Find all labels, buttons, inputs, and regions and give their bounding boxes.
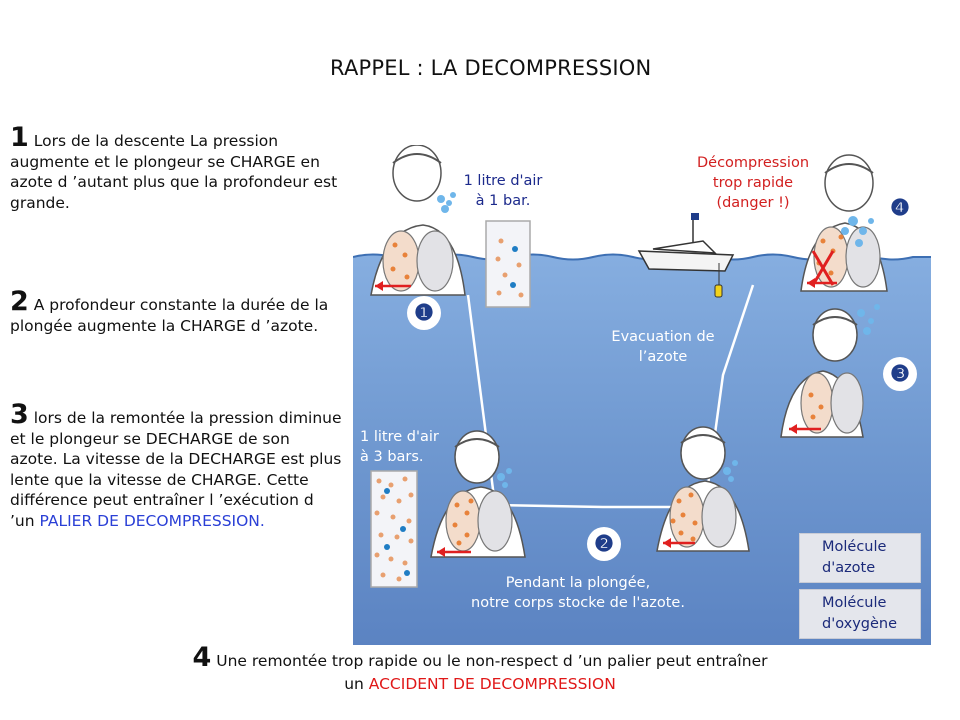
legend-oxygene: Molécule d'oxygène xyxy=(799,589,921,639)
paragraph-2-text: A profondeur constante la durée de la pl… xyxy=(10,296,329,335)
legend-azote: Molécule d'azote xyxy=(799,533,921,583)
paragraph-2: 2 A profondeur constante la durée de la … xyxy=(10,288,342,336)
diagram-artwork xyxy=(353,145,931,645)
step-3-badge: ❸ xyxy=(883,357,917,391)
paragraph-4-number: 4 xyxy=(192,642,212,673)
paragraph-3-palier: PALIER DE DECOMPRESSION. xyxy=(39,511,265,530)
diver-3 xyxy=(780,304,880,438)
paragraph-1: 1 Lors de la descente La pression augmen… xyxy=(10,124,342,213)
paragraph-1-text: Lors de la descente La pression augmente… xyxy=(10,132,338,212)
bottle-3-bars xyxy=(370,470,418,588)
paragraph-3-number: 3 xyxy=(10,399,29,430)
paragraph-1-number: 1 xyxy=(10,122,29,153)
diver-1 xyxy=(370,145,466,296)
label-3-bars: 1 litre d'air à 3 bars. xyxy=(360,429,439,465)
label-1-bar: 1 litre d'air à 1 bar. xyxy=(463,173,543,209)
step-4-badge: ❹ xyxy=(883,191,917,225)
step-1-badge: ❶ xyxy=(407,296,441,330)
bottle-1-bar xyxy=(485,220,531,308)
diver-2b xyxy=(656,426,750,552)
diver-2 xyxy=(430,430,526,558)
decompression-diagram: 1 litre d'air à 1 bar. Décompression tro… xyxy=(353,145,931,645)
boat-icon xyxy=(637,213,735,298)
paragraph-2-number: 2 xyxy=(10,286,29,317)
label-evacuation: Evacuation de l’azote xyxy=(611,329,715,365)
page-title: RAPPEL : LA DECOMPRESSION xyxy=(330,56,652,80)
diver-4 xyxy=(800,154,888,292)
label-pendant: Pendant la plongée, notre corps stocke d… xyxy=(471,575,685,611)
paragraph-4-line-2: un xyxy=(344,675,369,693)
paragraph-4-line-1: Une remontée trop rapide ou le non-respe… xyxy=(211,652,768,670)
paragraph-3: 3 lors de la remontée la pression diminu… xyxy=(10,401,342,531)
paragraph-4-accident: ACCIDENT DE DECOMPRESSION xyxy=(368,675,616,693)
paragraph-3-text: lors de la remontée la pression diminue … xyxy=(10,409,342,530)
label-decompression: Décompression trop rapide (danger !) xyxy=(696,155,810,211)
step-2-badge: ❷ xyxy=(587,527,621,561)
paragraph-4: 4 Une remontée trop rapide ou le non-res… xyxy=(0,644,960,696)
